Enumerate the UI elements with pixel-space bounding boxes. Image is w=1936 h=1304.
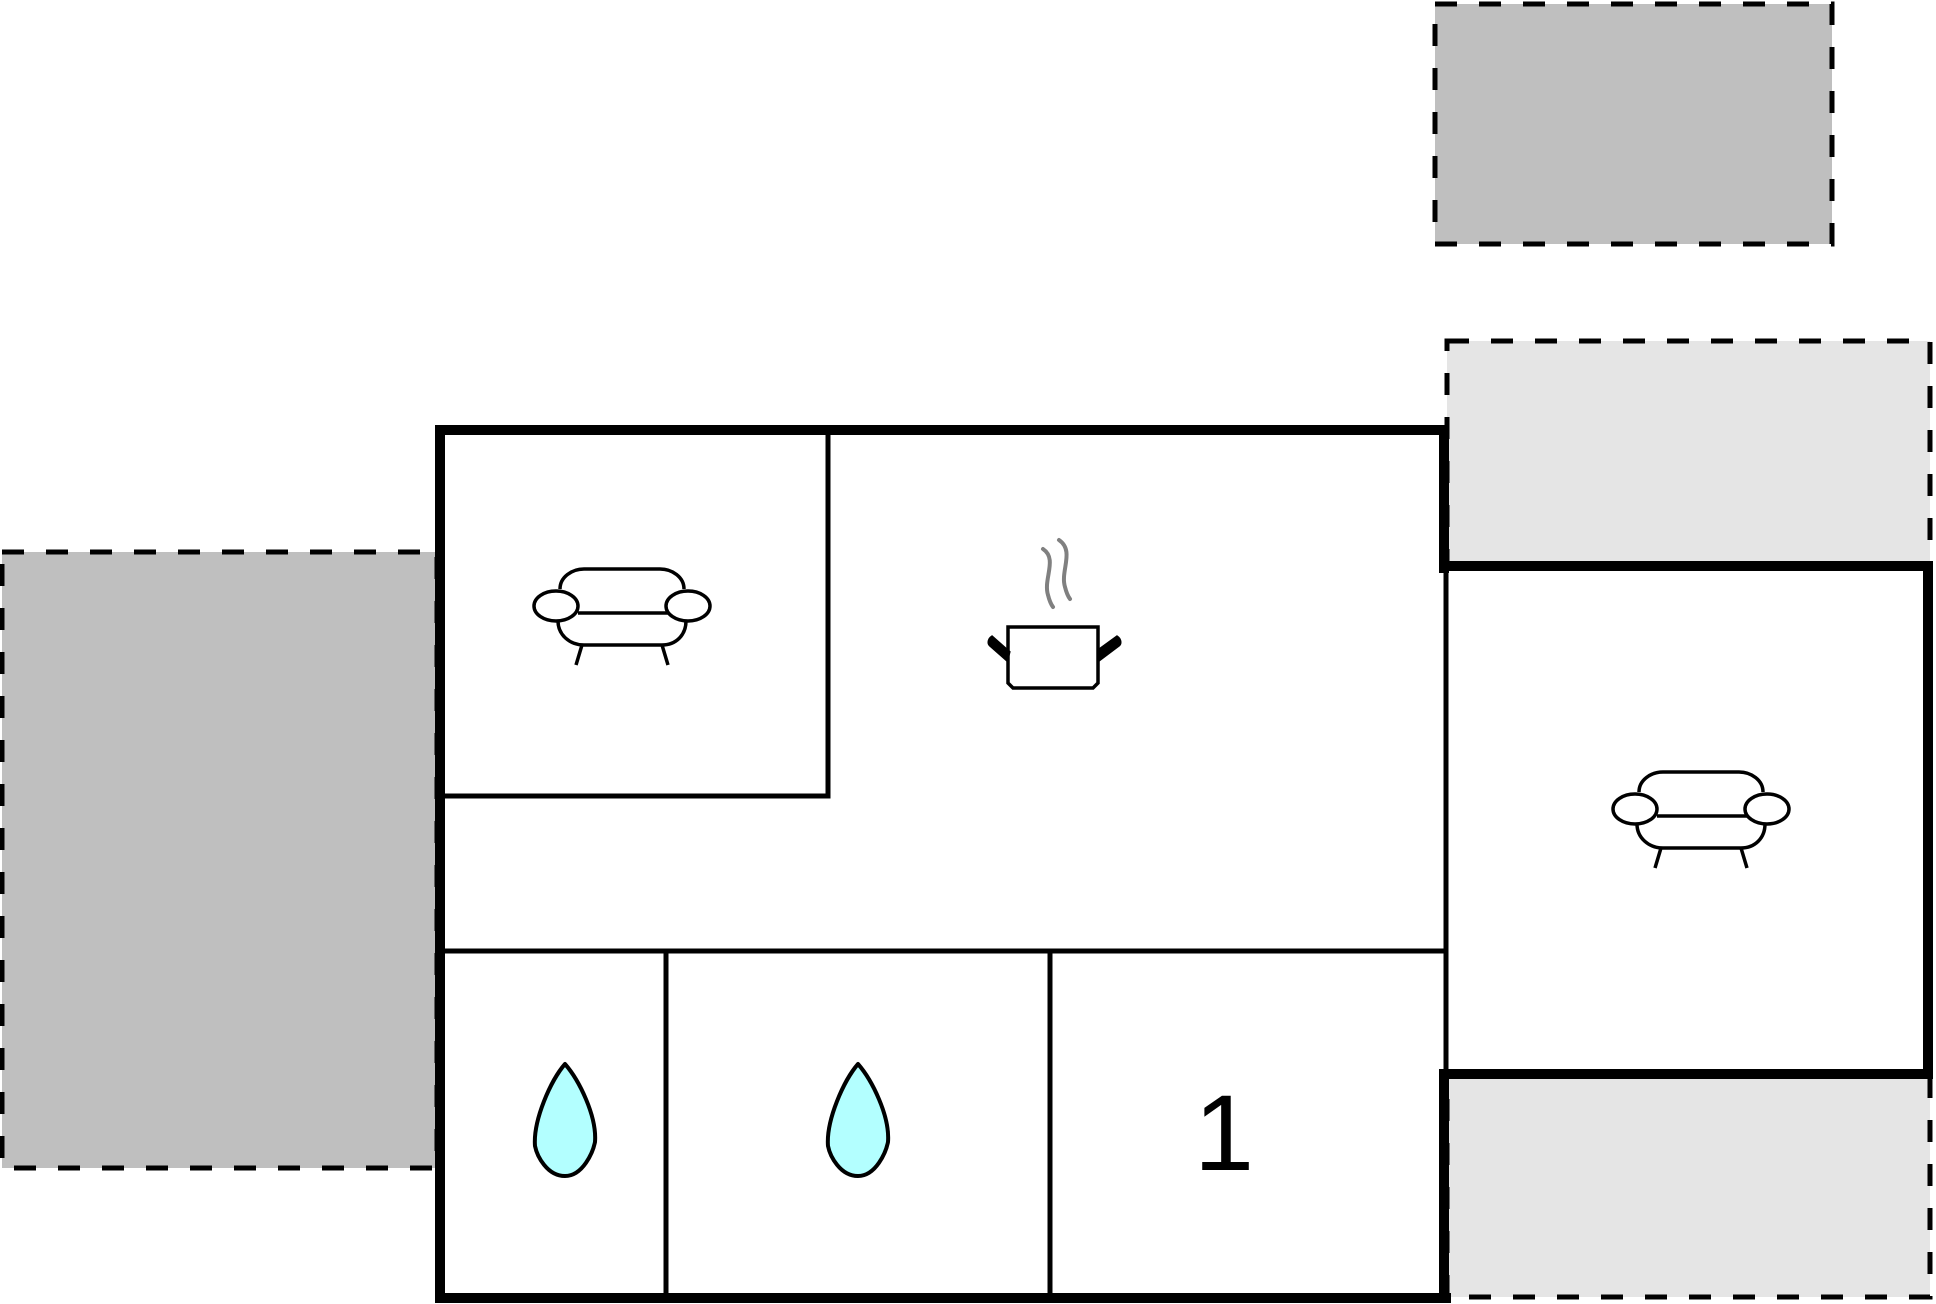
room-number-label: 1 (1194, 1072, 1254, 1193)
annex-exterior-wall (1439, 561, 1933, 1079)
main-building-floor (440, 430, 1446, 1298)
cooking-pot-icon (987, 538, 1122, 690)
sofa-icon (532, 567, 712, 666)
interior-walls (440, 430, 1449, 1298)
steam-icon (1041, 547, 1055, 609)
annex-floor (1446, 566, 1930, 1074)
water-drop-icon (825, 1062, 891, 1178)
living-room-wall (440, 430, 831, 799)
sofa-icon (1611, 770, 1791, 869)
terrace-left (0, 549, 440, 1171)
terrace-right-upper (1444, 338, 1933, 570)
terrace-top-right (1432, 1, 1835, 247)
exterior-walls (435, 425, 1933, 1303)
main-exterior-wall-top (435, 425, 1449, 1303)
terrace-right-lower (1444, 1072, 1933, 1300)
water-drop-icon (532, 1062, 598, 1178)
